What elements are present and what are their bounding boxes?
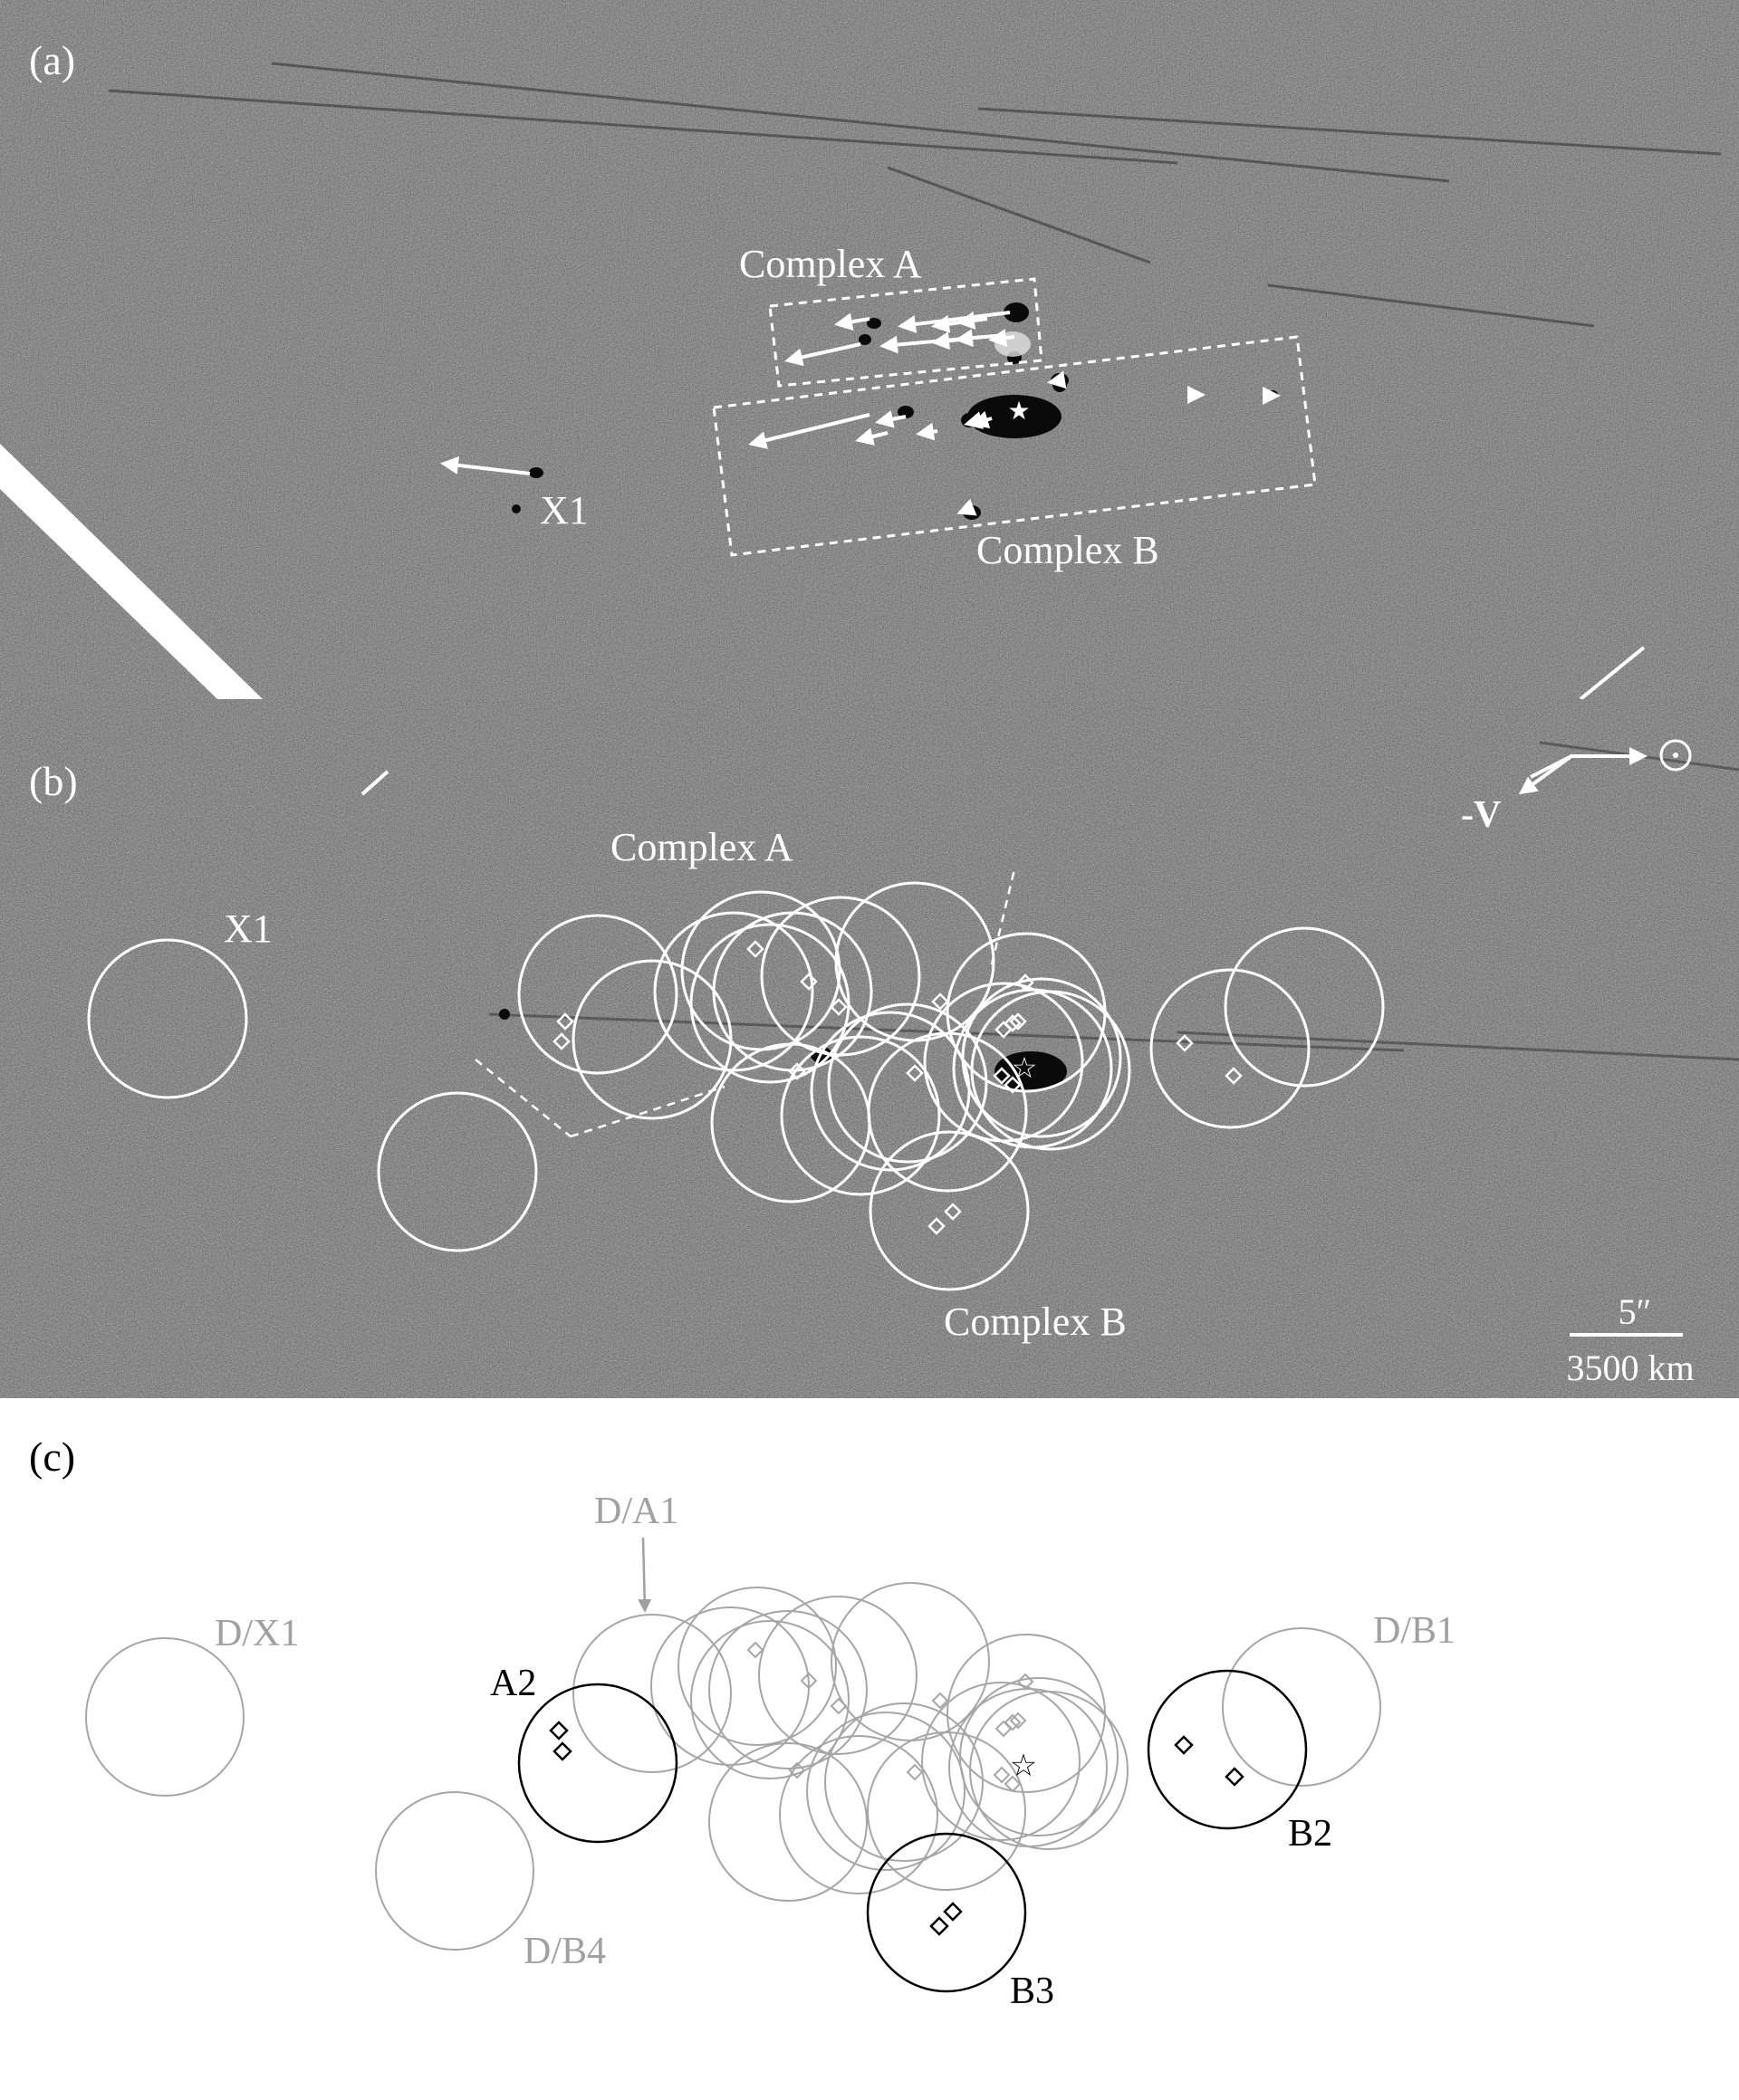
saturated-trail	[0, 444, 263, 699]
complex-a-box	[768, 277, 1043, 388]
short-trail	[1579, 646, 1646, 701]
panel-c-label: (c)	[29, 1434, 75, 1480]
panel-b-label: (b)	[29, 758, 78, 804]
scale-angular-label: 5″	[1619, 1291, 1652, 1332]
direction-indicator	[1518, 739, 1692, 795]
complex-a-label-b: Complex A	[610, 825, 793, 869]
panel-a-streaks	[108, 62, 1722, 328]
faded-diamonds	[746, 1641, 1034, 1793]
diamond-markers-b	[552, 940, 1243, 1235]
highlight-circles	[517, 1669, 1308, 1993]
star-outline-icon-c: ☆	[1010, 1750, 1037, 1783]
panel-a: ★ (a) Complex A Complex B X1	[0, 0, 1739, 701]
motion-arrows	[440, 311, 1281, 516]
star-outline-icon-b: ☆	[1012, 1051, 1038, 1084]
panel-c-background	[0, 1398, 1739, 2100]
a2-label: A2	[490, 1663, 536, 1704]
x1-label-b: X1	[224, 906, 273, 951]
velocity-label: -V	[1461, 794, 1501, 836]
short-trail-b	[360, 770, 389, 796]
b3-label: B3	[1010, 1971, 1054, 2012]
x1-label: X1	[540, 488, 589, 532]
complex-b-box	[712, 335, 1317, 557]
complex-b-label: Complex B	[976, 528, 1159, 572]
scale-physical-label: 3500 km	[1566, 1347, 1694, 1388]
d-a1-arrow	[638, 1537, 652, 1613]
panel-a-label: (a)	[29, 37, 75, 83]
complex-a-label: Complex A	[739, 242, 922, 286]
faded-circles	[85, 1582, 1381, 1951]
d-b1-label: D/B1	[1373, 1610, 1456, 1652]
complex-b-label-b: Complex B	[944, 1299, 1127, 1344]
panel-b: ☆ -V 5″ 3500 km (b) Complex A Complex B …	[0, 699, 1739, 1398]
highlight-diamonds	[549, 1721, 1244, 1936]
panel-c: ☆ (c) D/X1 D/A1 D/B1 D/B4 A2 B2 B3	[0, 1398, 1739, 2100]
panel-b-guide-lines	[475, 868, 1016, 1138]
panel-a-noise	[0, 0, 1739, 699]
d-x1-label: D/X1	[215, 1613, 299, 1654]
d-a1-label: D/A1	[594, 1491, 678, 1532]
d-b4-label: D/B4	[524, 1931, 606, 1972]
b2-label: B2	[1288, 1813, 1332, 1855]
aperture-circles-b	[87, 881, 1385, 1291]
star-marker-icon: ★	[1007, 398, 1030, 426]
